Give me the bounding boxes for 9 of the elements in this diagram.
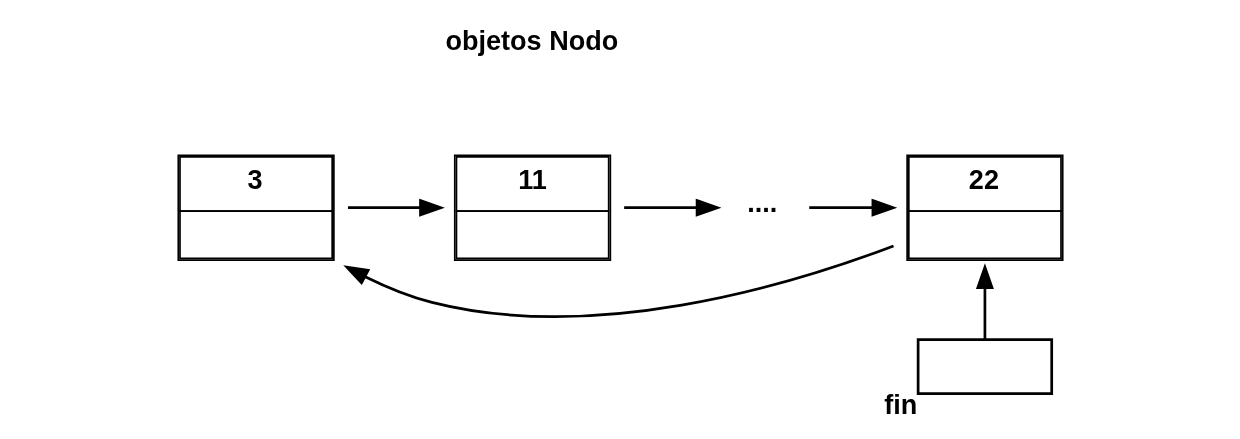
arrow	[342, 244, 894, 318]
arrow	[975, 263, 994, 340]
arrow	[808, 198, 897, 217]
node-box	[916, 338, 1053, 396]
node-label: fin	[883, 389, 917, 420]
arrow	[347, 198, 445, 217]
arrow	[623, 198, 721, 217]
node-text: ....	[746, 188, 777, 219]
label: objetos Nodo	[444, 26, 618, 57]
